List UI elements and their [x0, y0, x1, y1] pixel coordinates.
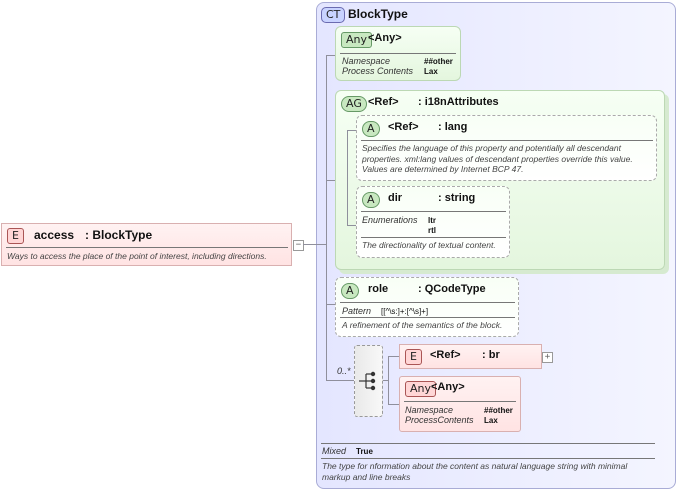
choice-icon: [359, 371, 376, 391]
element-name: : br: [482, 349, 500, 361]
complex-type-badge: CT: [321, 7, 346, 23]
connector-line: [388, 404, 399, 405]
connector-line: [326, 180, 335, 181]
attribute-type: : string: [438, 192, 476, 204]
pattern-value: [[^\s:]+:[^\s]+]: [381, 307, 429, 316]
element-br[interactable]: [399, 344, 542, 369]
complex-type-name: BlockType: [348, 7, 408, 21]
expand-toggle[interactable]: +: [542, 352, 553, 363]
any-name: <Any>: [431, 381, 465, 393]
attribute-group-badge: AG: [341, 96, 367, 112]
collapse-toggle[interactable]: −: [293, 240, 304, 251]
pattern-label: Pattern: [342, 306, 372, 316]
separator: [404, 401, 516, 402]
process-contents-value: Lax: [484, 416, 498, 425]
separator: [340, 317, 515, 318]
attribute-name: dir: [388, 192, 403, 204]
connector-line: [326, 55, 327, 380]
attribute-badge: A: [362, 121, 380, 137]
attribute-role[interactable]: [335, 277, 519, 337]
connector-line: [303, 244, 316, 245]
element-type: : BlockType: [85, 228, 153, 242]
namespace-value: ##other: [424, 57, 453, 66]
namespace-label: Namespace: [405, 405, 454, 415]
attribute-description: Specifies the language of this property …: [362, 143, 633, 174]
enumeration-value: ltr: [428, 216, 436, 225]
connector-line: [347, 130, 356, 131]
element-ref: <Ref>: [430, 349, 461, 361]
namespace-value: ##other: [484, 406, 513, 415]
process-contents-value: Lax: [424, 67, 438, 76]
namespace-label: Namespace: [342, 56, 391, 66]
connector-line: [388, 356, 399, 357]
separator: [340, 53, 456, 54]
separator: [321, 443, 655, 444]
attribute-description: The directionality of textual content.: [362, 240, 496, 250]
attribute-name: : lang: [438, 121, 468, 133]
separator: [361, 211, 506, 212]
complex-type-description: The type for nformation about the conten…: [322, 461, 628, 482]
separator: [361, 237, 506, 238]
separator: [361, 140, 653, 141]
connector-line: [383, 380, 388, 381]
separator: [6, 247, 288, 248]
element-badge: E: [7, 228, 24, 244]
attribute-name: role: [368, 283, 389, 295]
enumerations-label: Enumerations: [362, 215, 418, 225]
enumeration-value: rtl: [428, 226, 436, 235]
connector-line: [316, 244, 326, 245]
separator: [340, 302, 515, 303]
element-name: access: [34, 228, 75, 242]
element-description: Ways to access the place of the point of…: [7, 251, 267, 261]
mixed-value: True: [356, 447, 373, 456]
attribute-group-name: : i18nAttributes: [418, 96, 499, 108]
separator: [321, 458, 655, 459]
connector-line: [326, 304, 335, 305]
process-contents-label: ProcessContents: [405, 415, 474, 425]
choice-compositor[interactable]: [354, 345, 383, 417]
attribute-type: : QCodeType: [418, 283, 486, 295]
attribute-badge: A: [362, 192, 380, 208]
attribute-badge: A: [341, 283, 359, 299]
attribute-description: A refinement of the semantics of the blo…: [342, 320, 503, 330]
process-contents-label: Process Contents: [342, 66, 414, 76]
connector-line: [347, 130, 348, 226]
any-badge: Any: [341, 32, 373, 48]
connector-line: [347, 225, 356, 226]
connector-line: [326, 55, 335, 56]
attribute-ref: <Ref>: [388, 121, 419, 133]
connector-line: [326, 380, 354, 381]
choice-cardinality: 0..*: [337, 366, 351, 376]
connector-line: [388, 356, 389, 405]
any-badge: Any: [405, 381, 437, 397]
attribute-lang[interactable]: [356, 115, 657, 181]
mixed-label: Mixed: [322, 446, 347, 456]
attribute-group-ref: <Ref>: [368, 96, 399, 108]
attribute-dir[interactable]: [356, 186, 510, 258]
any-name: <Any>: [368, 32, 402, 44]
element-badge: E: [405, 349, 422, 365]
element-access[interactable]: [1, 223, 292, 266]
